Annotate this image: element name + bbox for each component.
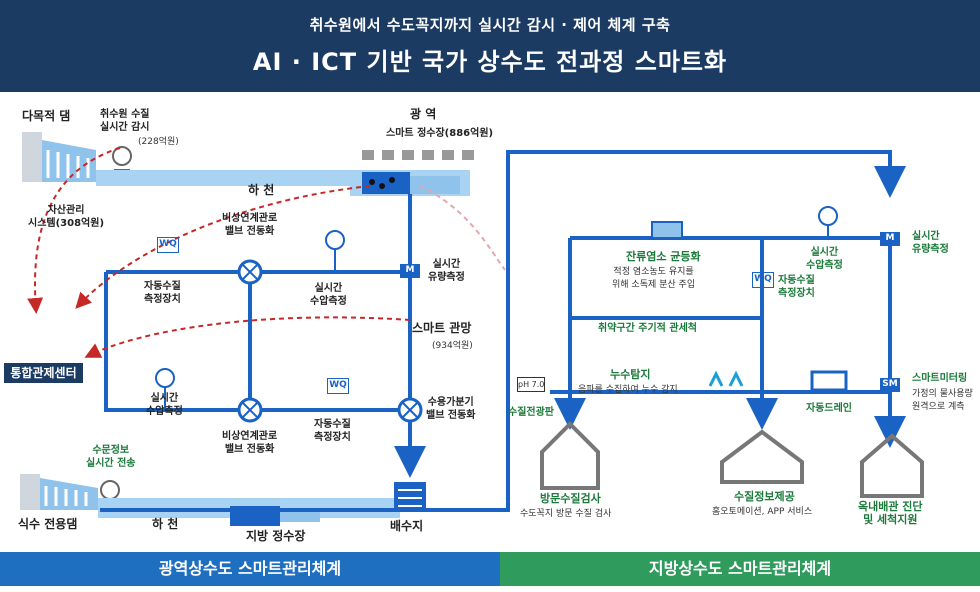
sm-tag: SM <box>880 378 900 392</box>
indoor-pipe-label: 옥내배관 진단 및 세척지원 <box>858 500 923 526</box>
valve-icon <box>237 259 263 285</box>
wq-board-label: 수질전광판 <box>508 407 554 418</box>
pressure-gauge-icon <box>818 206 838 238</box>
regional-plant-icon <box>362 172 460 194</box>
r-auto-wq-label: 자동수질 측정장치 <box>778 275 815 299</box>
diagram-canvas <box>20 132 924 526</box>
control-center: 통합관제센터 <box>4 363 83 383</box>
header-banner: 취수원에서 수도꼭지까지 실시간 감시 · 제어 체계 구축 AI · ICT … <box>0 0 980 92</box>
smart-network-cost: (934억원) <box>432 341 473 351</box>
visit-wq-desc: 수도꼭지 방문 수질 검사 <box>520 509 612 519</box>
pressure-top-label: 실시간 수압측정 <box>310 283 347 307</box>
r-pressure-label: 실시간 수압측정 <box>806 247 843 271</box>
footer-left-bar: 광역상수도 스마트관리체계 <box>0 552 500 586</box>
wq-tag: WQ <box>752 272 774 288</box>
wq-info-label: 수질정보제공 <box>734 490 795 503</box>
house-icon <box>860 433 924 498</box>
smart-meter-label: 스마트미터링 <box>912 373 968 384</box>
m-tag: M <box>880 232 900 246</box>
ph-tag: pH 7.0 <box>517 377 545 392</box>
drain-icon <box>810 370 848 392</box>
intake-monitor-label: 취수원 수질 실시간 감시 <box>100 109 150 133</box>
dam-icon <box>20 474 98 510</box>
hydro-info-label: 수문정보 실시간 전송 <box>86 445 136 469</box>
demand-valve-label: 수용가분기 밸브 전동화 <box>426 397 476 421</box>
house-icon <box>540 421 600 490</box>
reservoir-label: 배수지 <box>390 519 424 533</box>
reservoir-icon <box>394 482 426 512</box>
flushing-label: 취약구간 주기적 관세척 <box>598 323 697 334</box>
wq-tag: WQ <box>157 237 179 253</box>
regional-label: 광 역 <box>410 107 437 121</box>
house-icon <box>720 429 804 484</box>
header-subtitle: 취수원에서 수도꼭지까지 실시간 감시 · 제어 체계 구축 <box>309 16 671 34</box>
footer-right-bar: 지방상수도 스마트관리체계 <box>500 552 980 586</box>
water-dam-label: 식수 전용댐 <box>18 517 78 531</box>
leak-label: 누수탐지 <box>610 368 651 381</box>
regional-plant-label: 스마트 정수장(886억원) <box>386 128 494 139</box>
smart-meter-desc: 가정의 물사용량 원격으로 계측 <box>912 389 973 412</box>
auto-wq-top-label: 자동수질 측정장치 <box>144 281 181 305</box>
pressure-bottom-label: 실시간 수압측정 <box>146 393 183 417</box>
pressure-gauge-icon <box>325 230 345 272</box>
asset-mgmt-label: 자산관리 시스템(308억원) <box>28 205 105 229</box>
river-bottom-label: 하 천 <box>152 517 179 531</box>
leak-sensor-icon <box>708 370 744 387</box>
local-plant-label: 지방 정수장 <box>246 529 306 543</box>
intake-monitor-cost: (228억원) <box>138 137 179 147</box>
m-tag: M <box>400 264 420 278</box>
valve-icon <box>397 397 423 423</box>
dashed-links <box>27 147 506 358</box>
regional-tool-icons <box>362 150 474 160</box>
residual-chlorine-label: 잔류염소 균등화 <box>626 250 701 263</box>
smart-network-label: 스마트 관망 <box>412 321 472 335</box>
pipe-network-left <box>100 194 426 512</box>
emergency-valve-top-label: 비상연계관로 밸브 전동화 <box>222 213 278 237</box>
auto-wq-bottom-label: 자동수질 측정장치 <box>314 419 351 443</box>
residual-chlorine-desc: 적정 염소농도 유지를 위해 소독제 분산 주입 <box>612 267 696 290</box>
leak-desc: 음파를 수집하여 누수 감지 <box>578 385 678 395</box>
emergency-valve-bottom-label: 비상연계관로 밸브 전동화 <box>222 431 278 455</box>
river-top-label: 하 천 <box>248 183 275 197</box>
dam-icon <box>22 132 96 182</box>
pressure-gauge-icon <box>155 368 175 410</box>
visit-wq-label: 방문수질검사 <box>540 492 601 505</box>
wq-info-desc: 홈오토메이션, APP 서비스 <box>712 507 813 517</box>
valve-icon <box>237 397 263 423</box>
pipe-network-right <box>426 150 906 512</box>
auto-drain-label: 자동드레인 <box>806 403 852 414</box>
header-title: AI · ICT 기반 국가 상수도 전과정 스마트화 <box>252 48 728 76</box>
flow-top-label: 실시간 유량측정 <box>428 259 465 283</box>
water-tank-icon <box>651 221 683 239</box>
r-flow-label: 실시간 유량측정 <box>912 231 949 255</box>
wq-tag: WQ <box>327 378 349 394</box>
dam-label: 다목적 댐 <box>22 109 71 123</box>
